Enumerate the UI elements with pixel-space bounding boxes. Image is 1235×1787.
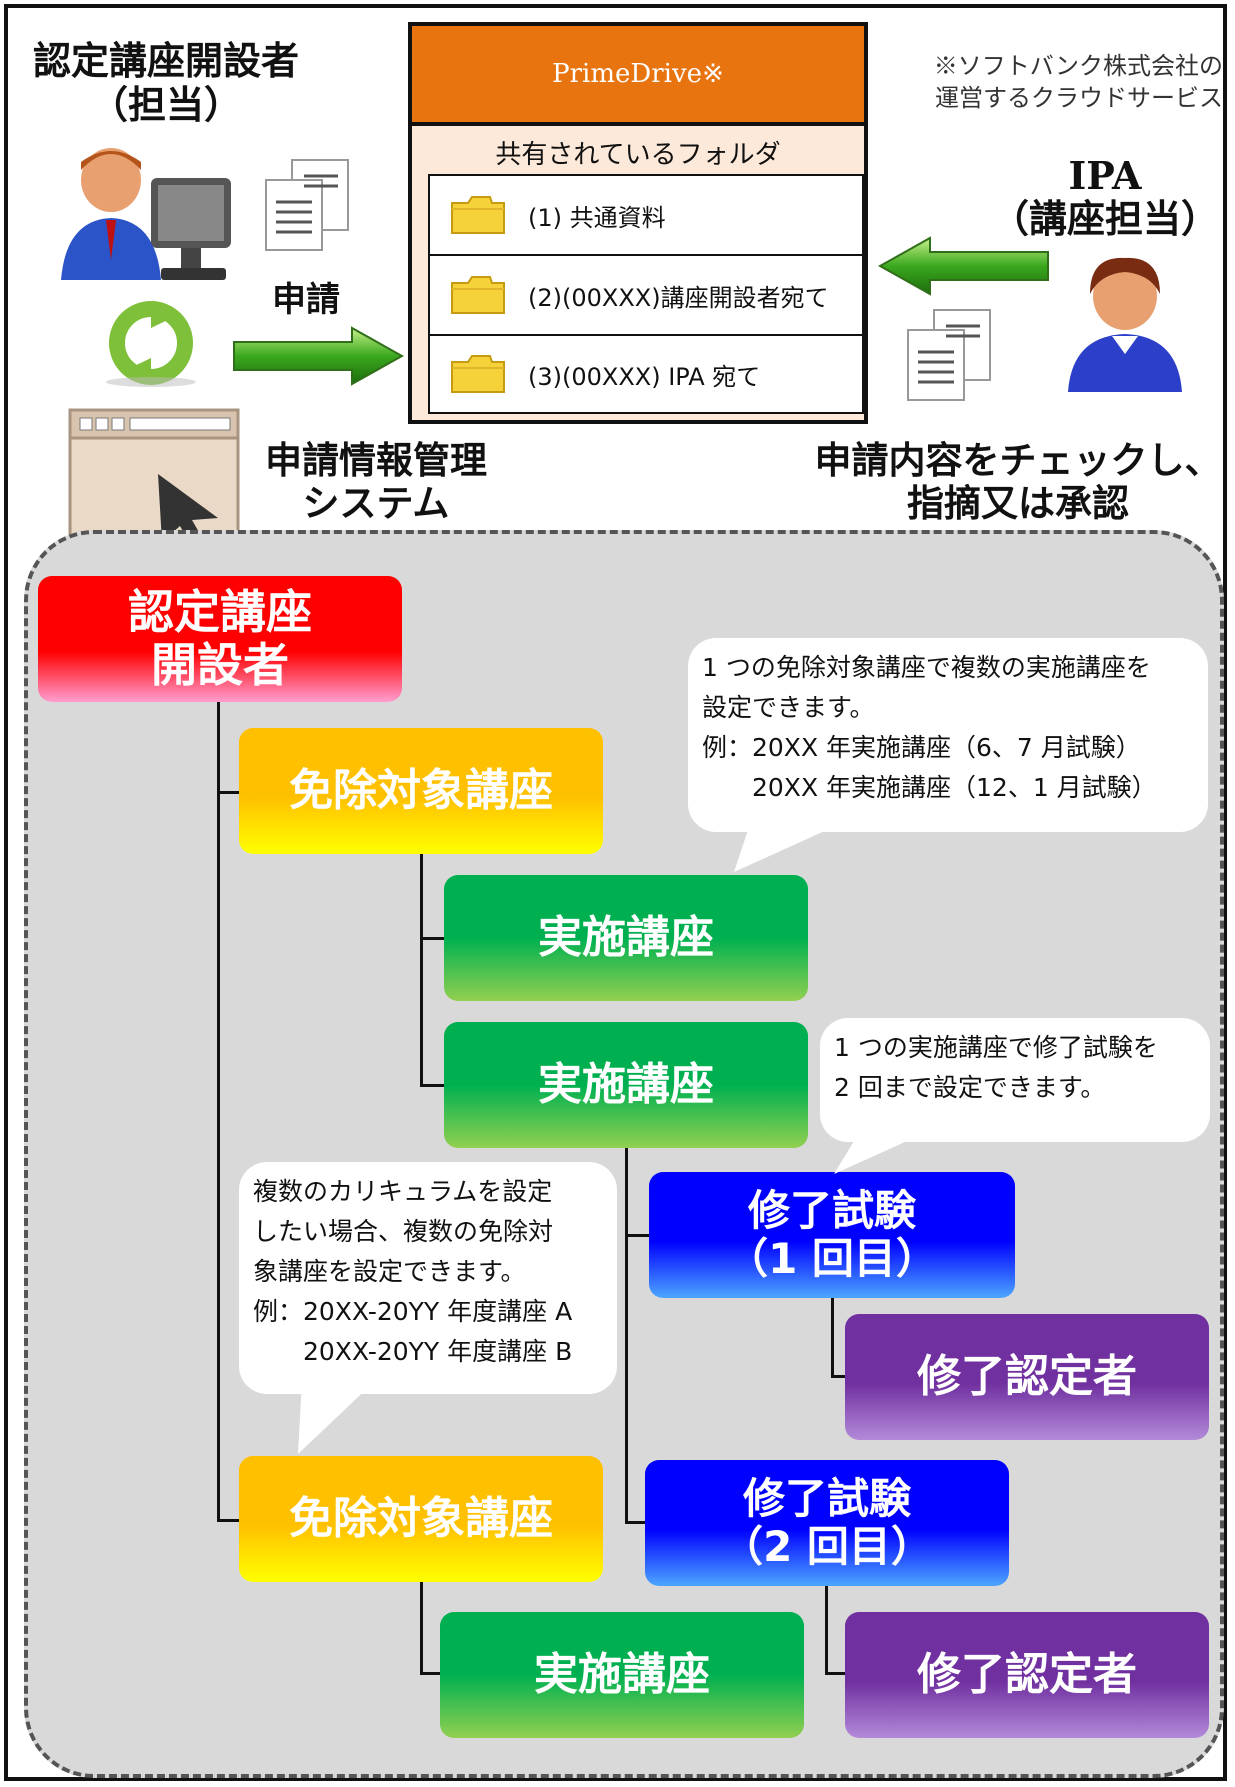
bubble-line: 1 つの免除対象講座で複数の実施講座を xyxy=(702,653,1151,682)
bubble-line: 象講座を設定できます。 xyxy=(253,1257,526,1286)
folder-icon xyxy=(451,355,505,393)
primedrive-subtitle: 共有されているフォルダ xyxy=(495,140,781,170)
root-line1: 認定講座 xyxy=(128,585,312,640)
bubble-line: 例：20XX 年実施講座（6、7 月試験） xyxy=(702,733,1141,762)
connector-line xyxy=(625,1234,649,1237)
folder-item-to-ipa[interactable]: (3)(00XXX) IPA 宛て xyxy=(430,336,862,412)
apply-arrow-icon xyxy=(233,326,404,386)
browser-window-icon xyxy=(68,408,240,564)
ipa-person-icon xyxy=(1068,257,1182,392)
system-label-line1: 申請情報管理 xyxy=(265,439,487,482)
left-actor-name: 認定講座開設者 xyxy=(32,39,299,83)
connector-line xyxy=(217,791,239,794)
exam-1-node: 修了試験（1 回目） xyxy=(649,1172,1015,1298)
ipa-role: （講座担当） xyxy=(990,196,1219,241)
connector-line xyxy=(831,1298,834,1378)
documents-icon xyxy=(907,309,991,401)
primedrive-title: PrimeDrive※ xyxy=(412,26,864,126)
impl-course-node: 実施講座 xyxy=(440,1612,804,1738)
bubble-line: 設定できます。 xyxy=(702,693,875,722)
exam-1-line1: 修了試験 xyxy=(747,1185,916,1235)
diagram-frame xyxy=(4,4,1227,1781)
exam-2-line1: 修了試験 xyxy=(742,1473,911,1523)
note-bubble-multiple-exempt: 複数のカリキュラムを設定 したい場合、複数の免除対 象講座を設定できます。 例：… xyxy=(239,1162,617,1394)
documents-icon xyxy=(265,159,349,251)
connector-line xyxy=(831,1375,845,1378)
bubble-line: 20XX-20YY 年度講座 B xyxy=(253,1337,573,1366)
folder-label: (1) 共通資料 xyxy=(528,203,666,232)
left-actor-role: （担当） xyxy=(89,82,242,127)
ipa-action-line1: 申請内容をチェックし、 xyxy=(814,439,1222,482)
connector-line xyxy=(217,700,220,1522)
return-arrow-icon xyxy=(878,236,1049,296)
system-label-line2: システム xyxy=(302,481,450,525)
folder-icon xyxy=(451,276,505,314)
folder-item-common[interactable]: (1) 共通資料 xyxy=(430,176,862,256)
connector-line xyxy=(625,1148,628,1524)
exempt-course-node: 免除対象講座 xyxy=(239,1456,603,1582)
bubble-line: 例：20XX-20YY 年度講座 A xyxy=(253,1297,573,1326)
connector-line xyxy=(420,1582,423,1675)
system-label: 申請情報管理 システム xyxy=(246,439,506,525)
folder-icon xyxy=(451,196,505,234)
exam-2-line2: （2 回目） xyxy=(721,1522,933,1571)
root-line2: 開設者 xyxy=(151,638,289,692)
apply-label: 申請 xyxy=(272,280,340,320)
ipa-name: IPA xyxy=(1068,153,1142,198)
note-line2: 運営するクラウドサービス xyxy=(935,84,1223,113)
connector-line xyxy=(825,1672,845,1675)
impl-course-node: 実施講座 xyxy=(444,875,808,1001)
connector-line xyxy=(420,937,444,940)
note-bubble-multiple-impl: 1 つの免除対象講座で複数の実施講座を 設定できます。 例：20XX 年実施講座… xyxy=(688,638,1208,832)
connector-line xyxy=(825,1586,828,1674)
bubble-line: したい場合、複数の免除対 xyxy=(253,1217,554,1246)
certified-node: 修了認定者 xyxy=(845,1314,1209,1440)
folder-label: (2)(00XXX)講座開設者宛て xyxy=(528,283,829,312)
bubble-tail xyxy=(298,1380,376,1454)
bubble-line: 1 つの実施講座で修了試験を xyxy=(834,1033,1158,1062)
root-operator-node: 認定講座開設者 xyxy=(38,576,402,702)
ipa-action-label: 申請内容をチェックし、 指摘又は承認 xyxy=(808,439,1228,525)
folder-label: (3)(00XXX) IPA 宛て xyxy=(528,362,761,391)
left-actor-label: 認定講座開設者 （担当） xyxy=(26,39,306,127)
bubble-line: 複数のカリキュラムを設定 xyxy=(253,1177,553,1206)
ipa-actor-label: IPA （講座担当） xyxy=(980,154,1230,241)
person-computer-icon xyxy=(61,148,231,280)
certified-node: 修了認定者 xyxy=(845,1612,1209,1738)
bubble-tail xyxy=(734,824,840,872)
note-bubble-two-exams: 1 つの実施講座で修了試験を 2 回まで設定できます。 xyxy=(820,1018,1210,1142)
exam-1-line2: （1 回目） xyxy=(726,1234,938,1283)
bubble-line: 2 回まで設定できます。 xyxy=(834,1073,1106,1102)
connector-line xyxy=(217,1519,239,1522)
ipa-action-line2: 指摘又は承認 xyxy=(907,481,1129,525)
folder-item-to-operator[interactable]: (2)(00XXX)講座開設者宛て xyxy=(430,256,862,336)
connector-line xyxy=(625,1521,645,1524)
exam-2-node: 修了試験（2 回目） xyxy=(645,1460,1009,1586)
primedrive-box: PrimeDrive※ 共有されているフォルダ (1) 共通資料 (2)(00X… xyxy=(408,22,868,424)
exempt-course-node: 免除対象講座 xyxy=(239,728,603,854)
connector-line xyxy=(420,1084,444,1087)
bubble-line: 20XX 年実施講座（12、1 月試験） xyxy=(702,773,1157,802)
primedrive-note: ※ソフトバンク株式会社の 運営するクラウドサービス xyxy=(883,50,1223,115)
connector-line xyxy=(420,854,423,1087)
folder-list: (1) 共通資料 (2)(00XXX)講座開設者宛て (3)(00XXX) IP… xyxy=(428,174,864,414)
sync-icon xyxy=(106,301,196,387)
note-line1: ※ソフトバンク株式会社の xyxy=(933,52,1223,80)
connector-line xyxy=(420,1672,440,1675)
impl-course-node: 実施講座 xyxy=(444,1022,808,1148)
